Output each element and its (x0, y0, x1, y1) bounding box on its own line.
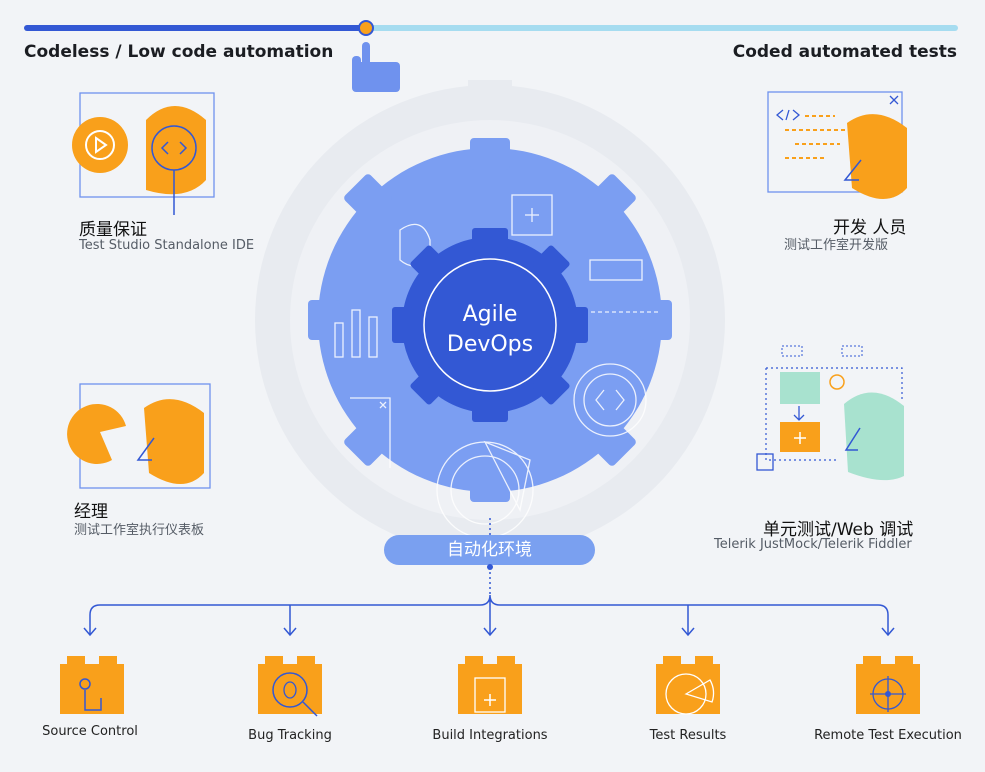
tool-build-integrations[interactable]: Build Integrations (415, 656, 565, 743)
test-results-label: Test Results (649, 728, 727, 743)
inner-ring (423, 258, 557, 392)
developer-subtitle: 测试工作室开发版 (784, 238, 889, 253)
manager-illustration (67, 383, 211, 489)
source-control-label: Source Control (42, 724, 138, 739)
code-brackets-icon (775, 109, 801, 121)
tool-connectors (83, 518, 895, 637)
tool-source-control[interactable]: Source Control (15, 656, 165, 739)
unit-test-title: 单元测试/Web 调试 (763, 520, 914, 540)
pie-chart-icon (656, 656, 720, 715)
codeless-label: Codeless / Low code automation (24, 42, 334, 62)
pointer-hand-icon (352, 42, 400, 92)
play-gear-icon (72, 117, 128, 173)
bug-magnifier-icon (258, 656, 322, 717)
agile-text: Agile (462, 302, 518, 327)
manager-subtitle: 测试工作室执行仪表板 (74, 523, 205, 538)
tool-test-results[interactable]: Test Results (613, 656, 763, 743)
inner-gear (392, 228, 588, 422)
cursor-hand-icon (60, 656, 124, 714)
target-icon (856, 656, 920, 714)
mint-block-icon (780, 372, 820, 404)
slider-track-empty (366, 25, 958, 31)
build-integrations-label: Build Integrations (432, 728, 548, 743)
slider-track-filled (24, 25, 366, 31)
tool-bug-tracking[interactable]: Bug Tracking (215, 656, 365, 743)
devops-text: DevOps (446, 332, 534, 357)
devops-gear-diagram (255, 80, 725, 555)
qa-subtitle: Test Studio Standalone IDE (79, 238, 255, 253)
manager-title: 经理 (74, 502, 108, 522)
code-lines-icon (785, 115, 845, 159)
qa-illustration (72, 92, 215, 215)
developer-title: 开发 人员 (833, 218, 907, 238)
tool-remote-test-execution[interactable]: Remote Test Execution (813, 656, 963, 743)
coded-label: Coded automated tests (732, 42, 957, 62)
qa-title: 质量保证 (79, 220, 147, 240)
unit-test-illustration (756, 345, 904, 481)
bug-tracking-label: Bug Tracking (248, 728, 332, 743)
unit-test-subtitle: Telerik JustMock/Telerik Fiddler (714, 537, 912, 552)
pie-chart-icon (67, 403, 126, 464)
automation-environment-pill[interactable]: 自动化环境 (384, 535, 595, 565)
build-block-icon (458, 656, 522, 714)
gear-line-art (334, 194, 660, 539)
automation-slider[interactable] (0, 0, 985, 100)
slider-handle[interactable] (358, 20, 374, 36)
tester-face-icon (844, 392, 904, 481)
developer-face-icon (847, 114, 907, 199)
manager-face-icon (144, 399, 204, 484)
remote-test-execution-label: Remote Test Execution (814, 728, 962, 743)
bug-icon (829, 374, 845, 390)
agile-devops-label: Agile DevOps (425, 298, 555, 378)
developer-illustration (767, 91, 907, 199)
face-profile-icon (146, 106, 206, 195)
